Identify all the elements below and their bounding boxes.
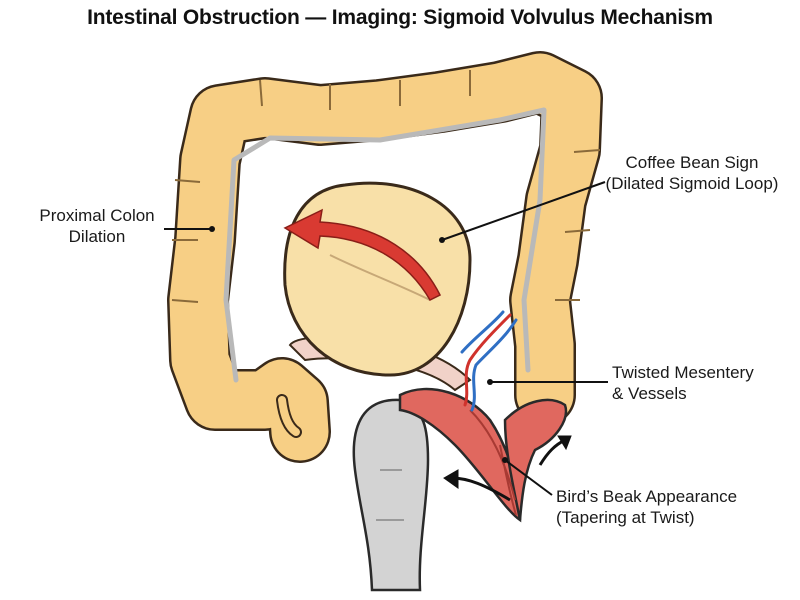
label-line: Bird’s Beak Appearance	[556, 487, 738, 506]
flow-arrow-icon	[283, 208, 442, 301]
leader-coffee	[441, 181, 606, 241]
label-line: (Dilated Sigmoid Loop)	[605, 174, 779, 193]
label-line: Dilation	[68, 227, 126, 246]
leader-lines	[164, 181, 608, 496]
label-birds-beak: Bird’s Beak Appearance (Tapering at Twis…	[556, 486, 796, 528]
leader-beak	[504, 459, 553, 496]
twisted-segment	[398, 387, 568, 523]
label-twisted-mesentery: Twisted Mesentery & Vessels	[612, 362, 792, 404]
label-line: Twisted Mesentery	[612, 363, 754, 382]
twisted-vessels	[460, 310, 518, 412]
label-proximal-colon-dilation: Proximal Colon Dilation	[22, 205, 172, 247]
sigmoid-loop	[283, 181, 472, 377]
label-coffee-bean-sign: Coffee Bean Sign (Dilated Sigmoid Loop)	[594, 152, 790, 194]
label-line: Coffee Bean Sign	[625, 153, 759, 172]
colon-fill	[169, 53, 601, 461]
haustra-markings	[171, 70, 601, 303]
label-line: Proximal Colon	[39, 206, 155, 225]
diagram-title: Intestinal Obstruction — Imaging: Sigmoi…	[87, 6, 713, 29]
rectum	[352, 398, 430, 592]
rotation-arrows-icon	[443, 435, 572, 502]
label-line: & Vessels	[612, 384, 687, 403]
large-intestine	[167, 51, 603, 463]
colon-lumen-line	[223, 107, 547, 383]
label-line: (Tapering at Twist)	[556, 508, 695, 527]
loop-cleft	[329, 254, 431, 301]
